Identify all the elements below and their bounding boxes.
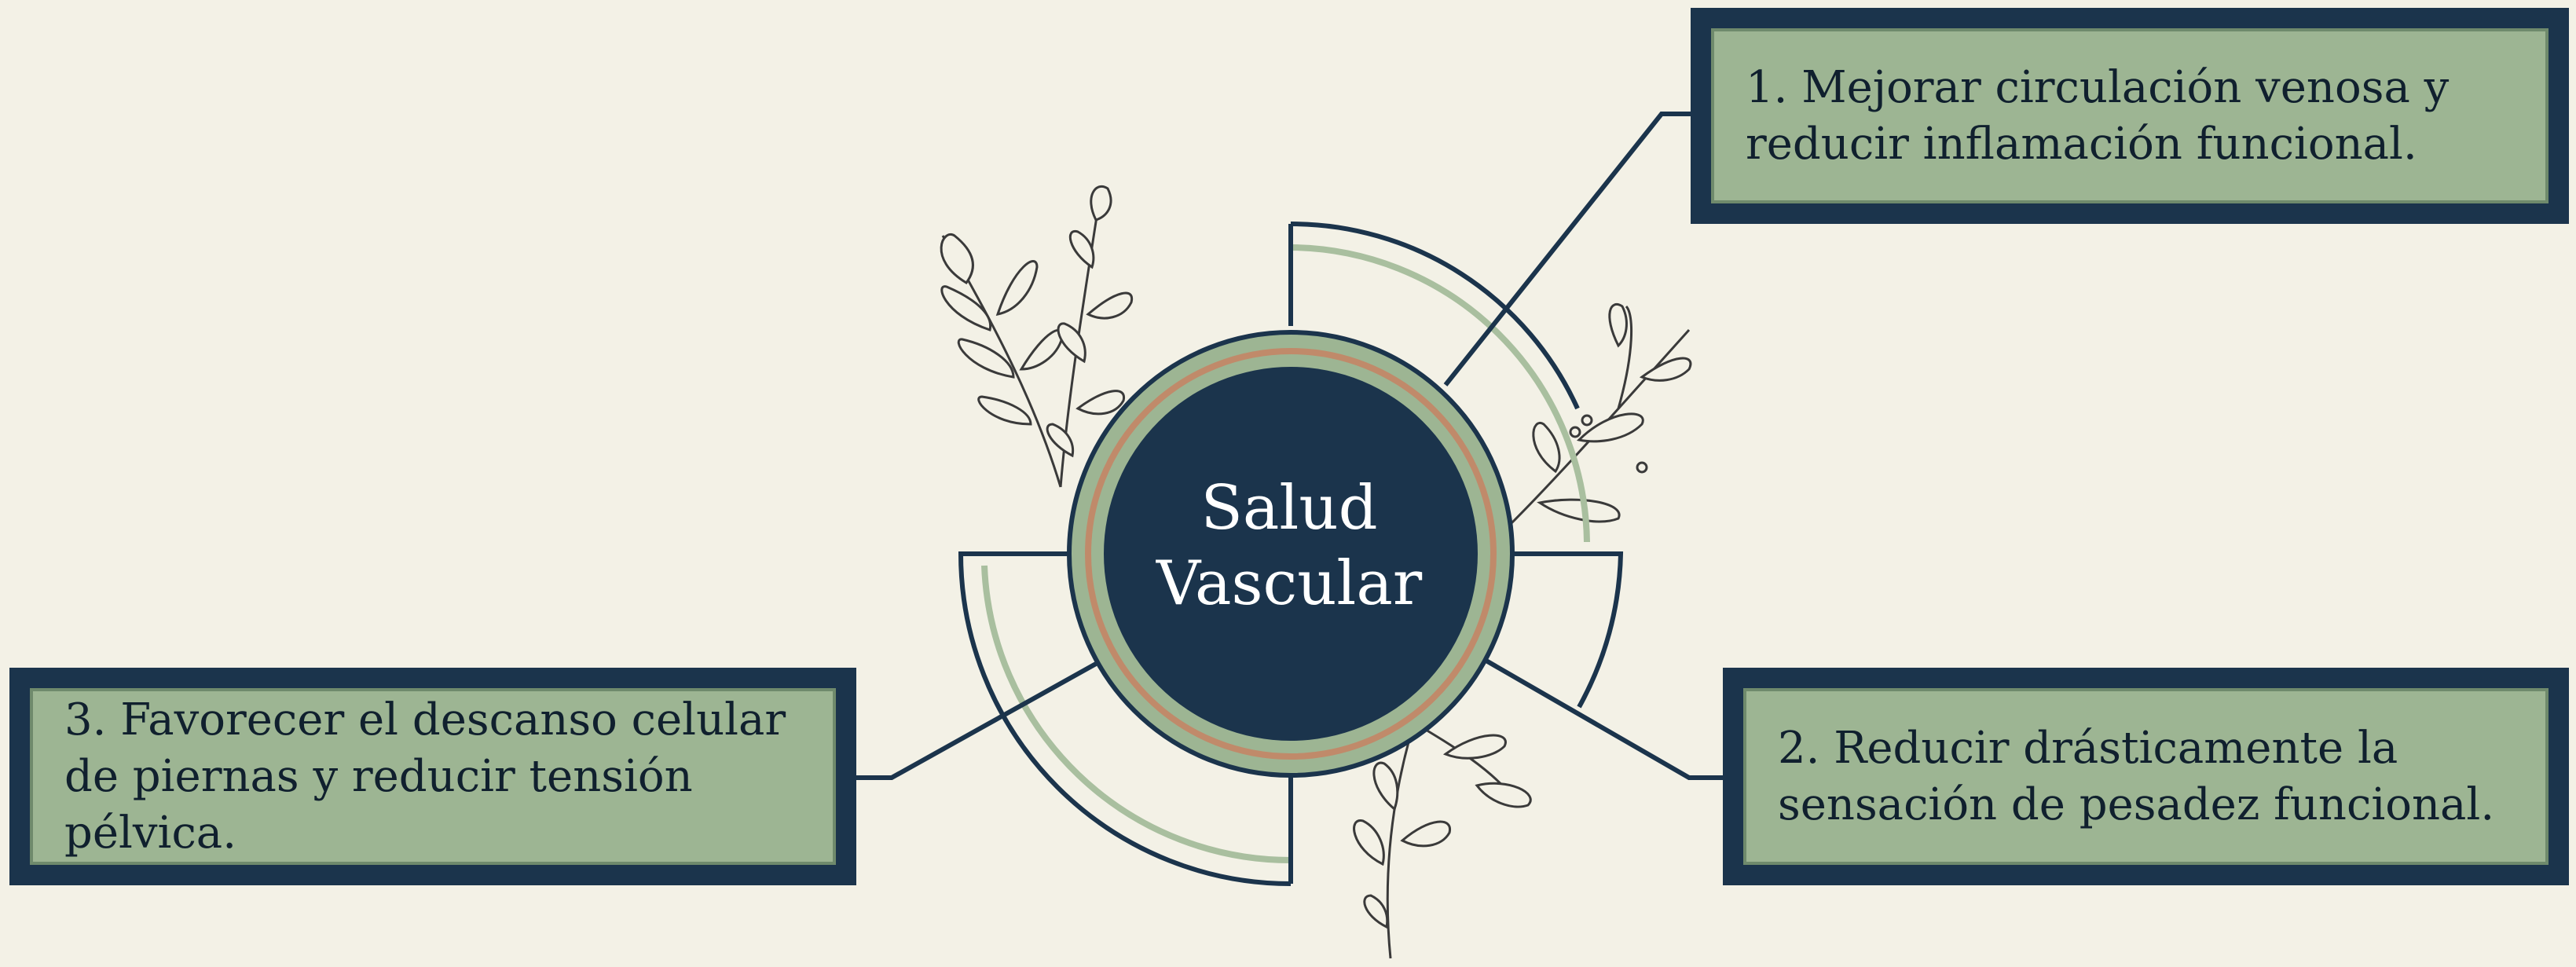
center-title-line-1: Salud	[1200, 471, 1377, 546]
center-title-line-2: Vascular	[1156, 546, 1422, 621]
center-title: Salud Vascular	[1081, 440, 1497, 652]
goal-text-2: 2. Reducir drásticamente la sensación de…	[1778, 720, 2514, 833]
goal-box-2-panel: 2. Reducir drásticamente la sensación de…	[1743, 688, 2549, 865]
goal-box-3: 3. Favorecer el descanso celular de pier…	[9, 668, 856, 885]
connector-2	[1485, 660, 1724, 778]
connector-1	[1446, 114, 1693, 385]
goal-box-3-panel: 3. Favorecer el descanso celular de pier…	[30, 688, 836, 865]
goal-text-1: 1. Mejorar circulación venosa y reducir …	[1746, 60, 2514, 173]
connector-3	[856, 664, 1096, 778]
goal-box-1-panel: 1. Mejorar circulación venosa y reducir …	[1711, 28, 2549, 203]
goal-box-2: 2. Reducir drásticamente la sensación de…	[1723, 668, 2569, 885]
goal-box-1: 1. Mejorar circulación venosa y reducir …	[1691, 8, 2569, 224]
goal-text-3: 3. Favorecer el descanso celular de pier…	[64, 692, 801, 862]
